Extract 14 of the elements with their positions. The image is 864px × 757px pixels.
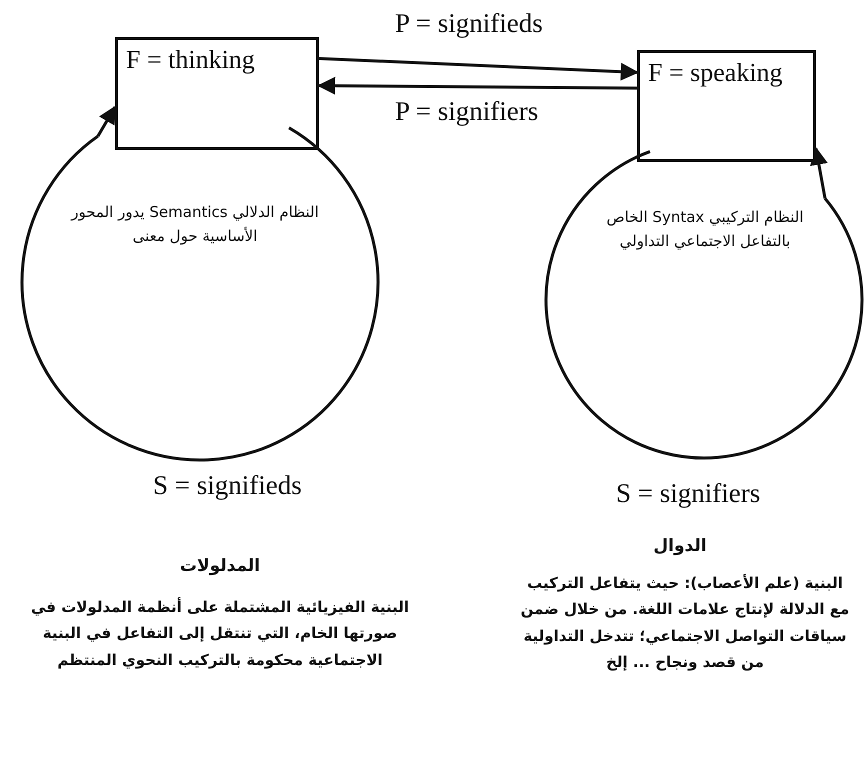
arrow (318, 56, 639, 81)
caption-text: S = signifieds (153, 470, 302, 501)
arrow (317, 76, 638, 95)
description-text: البنية (علم الأعصاب): حيث يتفاعل التركيب مع الدلالة لإنتاج علامات اللغة. من خلال ضمن سياقات التواصل الاجتماعي؛ تتدخل التداولية من قصد ونجاح ... إلخ (520, 572, 850, 673)
arrow (810, 146, 828, 199)
process-box: F = thinking (115, 37, 319, 150)
circle-text: النظام التركيبي Syntax الخاص بالتفاعل الاجتماعي التداولي (606, 207, 804, 252)
section-heading: الدوال (652, 535, 708, 558)
arrow (96, 106, 116, 137)
caption-text: S = signifiers (616, 478, 760, 509)
section-heading: المدلولات (178, 555, 262, 578)
process-box: F = speaking (637, 50, 816, 162)
description-text: البنية الفيزيائية المشتملة على أنظمة المدلولات في صورتها الخام، التي تنتقل إلى التفاعل في البنية الاجتماعية محكومة بالتركيب النحوي المنتظم (30, 596, 410, 671)
circle-text: النظام الدلالي Semantics يدور المحور الأساسية حول معنى (70, 202, 320, 247)
